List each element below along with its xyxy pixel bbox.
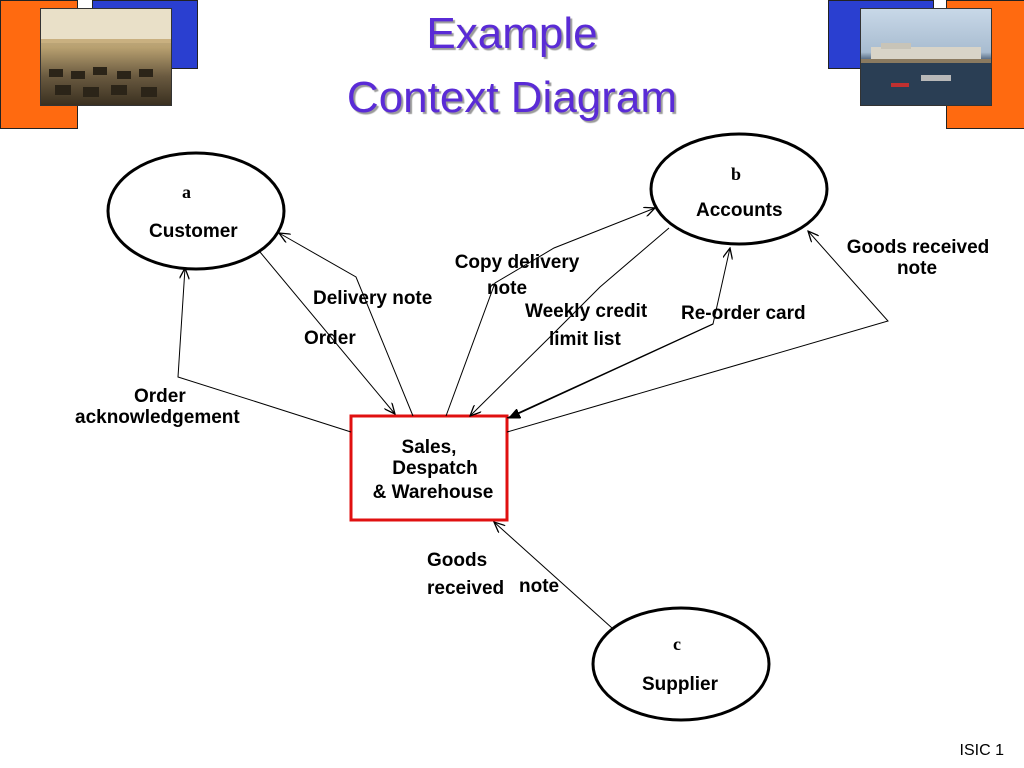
customer-letter: a (182, 182, 191, 202)
goods-received-bottom-label-line3: note (519, 576, 560, 597)
weekly-credit-label-line1: Weekly credit (525, 301, 648, 322)
supplier-letter: c (673, 634, 681, 654)
delivery-note-arrow (279, 233, 414, 417)
slide-footer: ISIC 1 (959, 742, 1004, 759)
accounts-letter: b (731, 164, 742, 184)
slide-title-line1: Example (426, 9, 598, 58)
accounts-name: Accounts (696, 200, 783, 221)
supplier-entity (591, 606, 771, 722)
order-arrow (259, 251, 395, 414)
order-ack-arrow (177, 268, 352, 433)
goods-received-right-label-line2: note (896, 258, 938, 279)
copy-delivery-label-line1: Copy delivery (454, 252, 580, 273)
weekly-credit-arrow (470, 227, 670, 416)
order-ack-label-line2: acknowledgement (75, 407, 240, 428)
process-box (349, 414, 509, 522)
goods-received-bottom-label-line1: Goods (427, 550, 488, 571)
delivery-note-label: Delivery note (313, 288, 433, 309)
goods-received-bottom-arrow (494, 522, 613, 629)
weekly-credit-label-line2: limit list (549, 329, 621, 350)
reorder-card-label: Re-order card (681, 303, 806, 324)
copy-delivery-arrow (445, 208, 655, 417)
goods-received-right-arrow (506, 231, 889, 433)
supplier-name: Supplier (642, 674, 719, 695)
order-label: Order (304, 328, 356, 349)
process-label-line3: & Warehouse (372, 482, 494, 503)
customer-entity (106, 151, 286, 271)
goods-received-right-label-line1: Goods received (846, 237, 990, 258)
office-photo (40, 8, 172, 106)
reorder-card-link (509, 323, 714, 419)
customer-name: Customer (149, 221, 238, 242)
accounts-entity (649, 132, 829, 246)
harbour-photo (860, 8, 992, 106)
goods-received-bottom-label-line2: received (427, 578, 505, 599)
order-ack-label-line1: Order (134, 386, 186, 407)
process-label-line2: Despatch (392, 458, 478, 479)
slide-title-line2: Context Diagram (346, 73, 678, 122)
process-label-line1: Sales, (401, 437, 457, 458)
copy-delivery-label-line2: note (486, 278, 528, 299)
